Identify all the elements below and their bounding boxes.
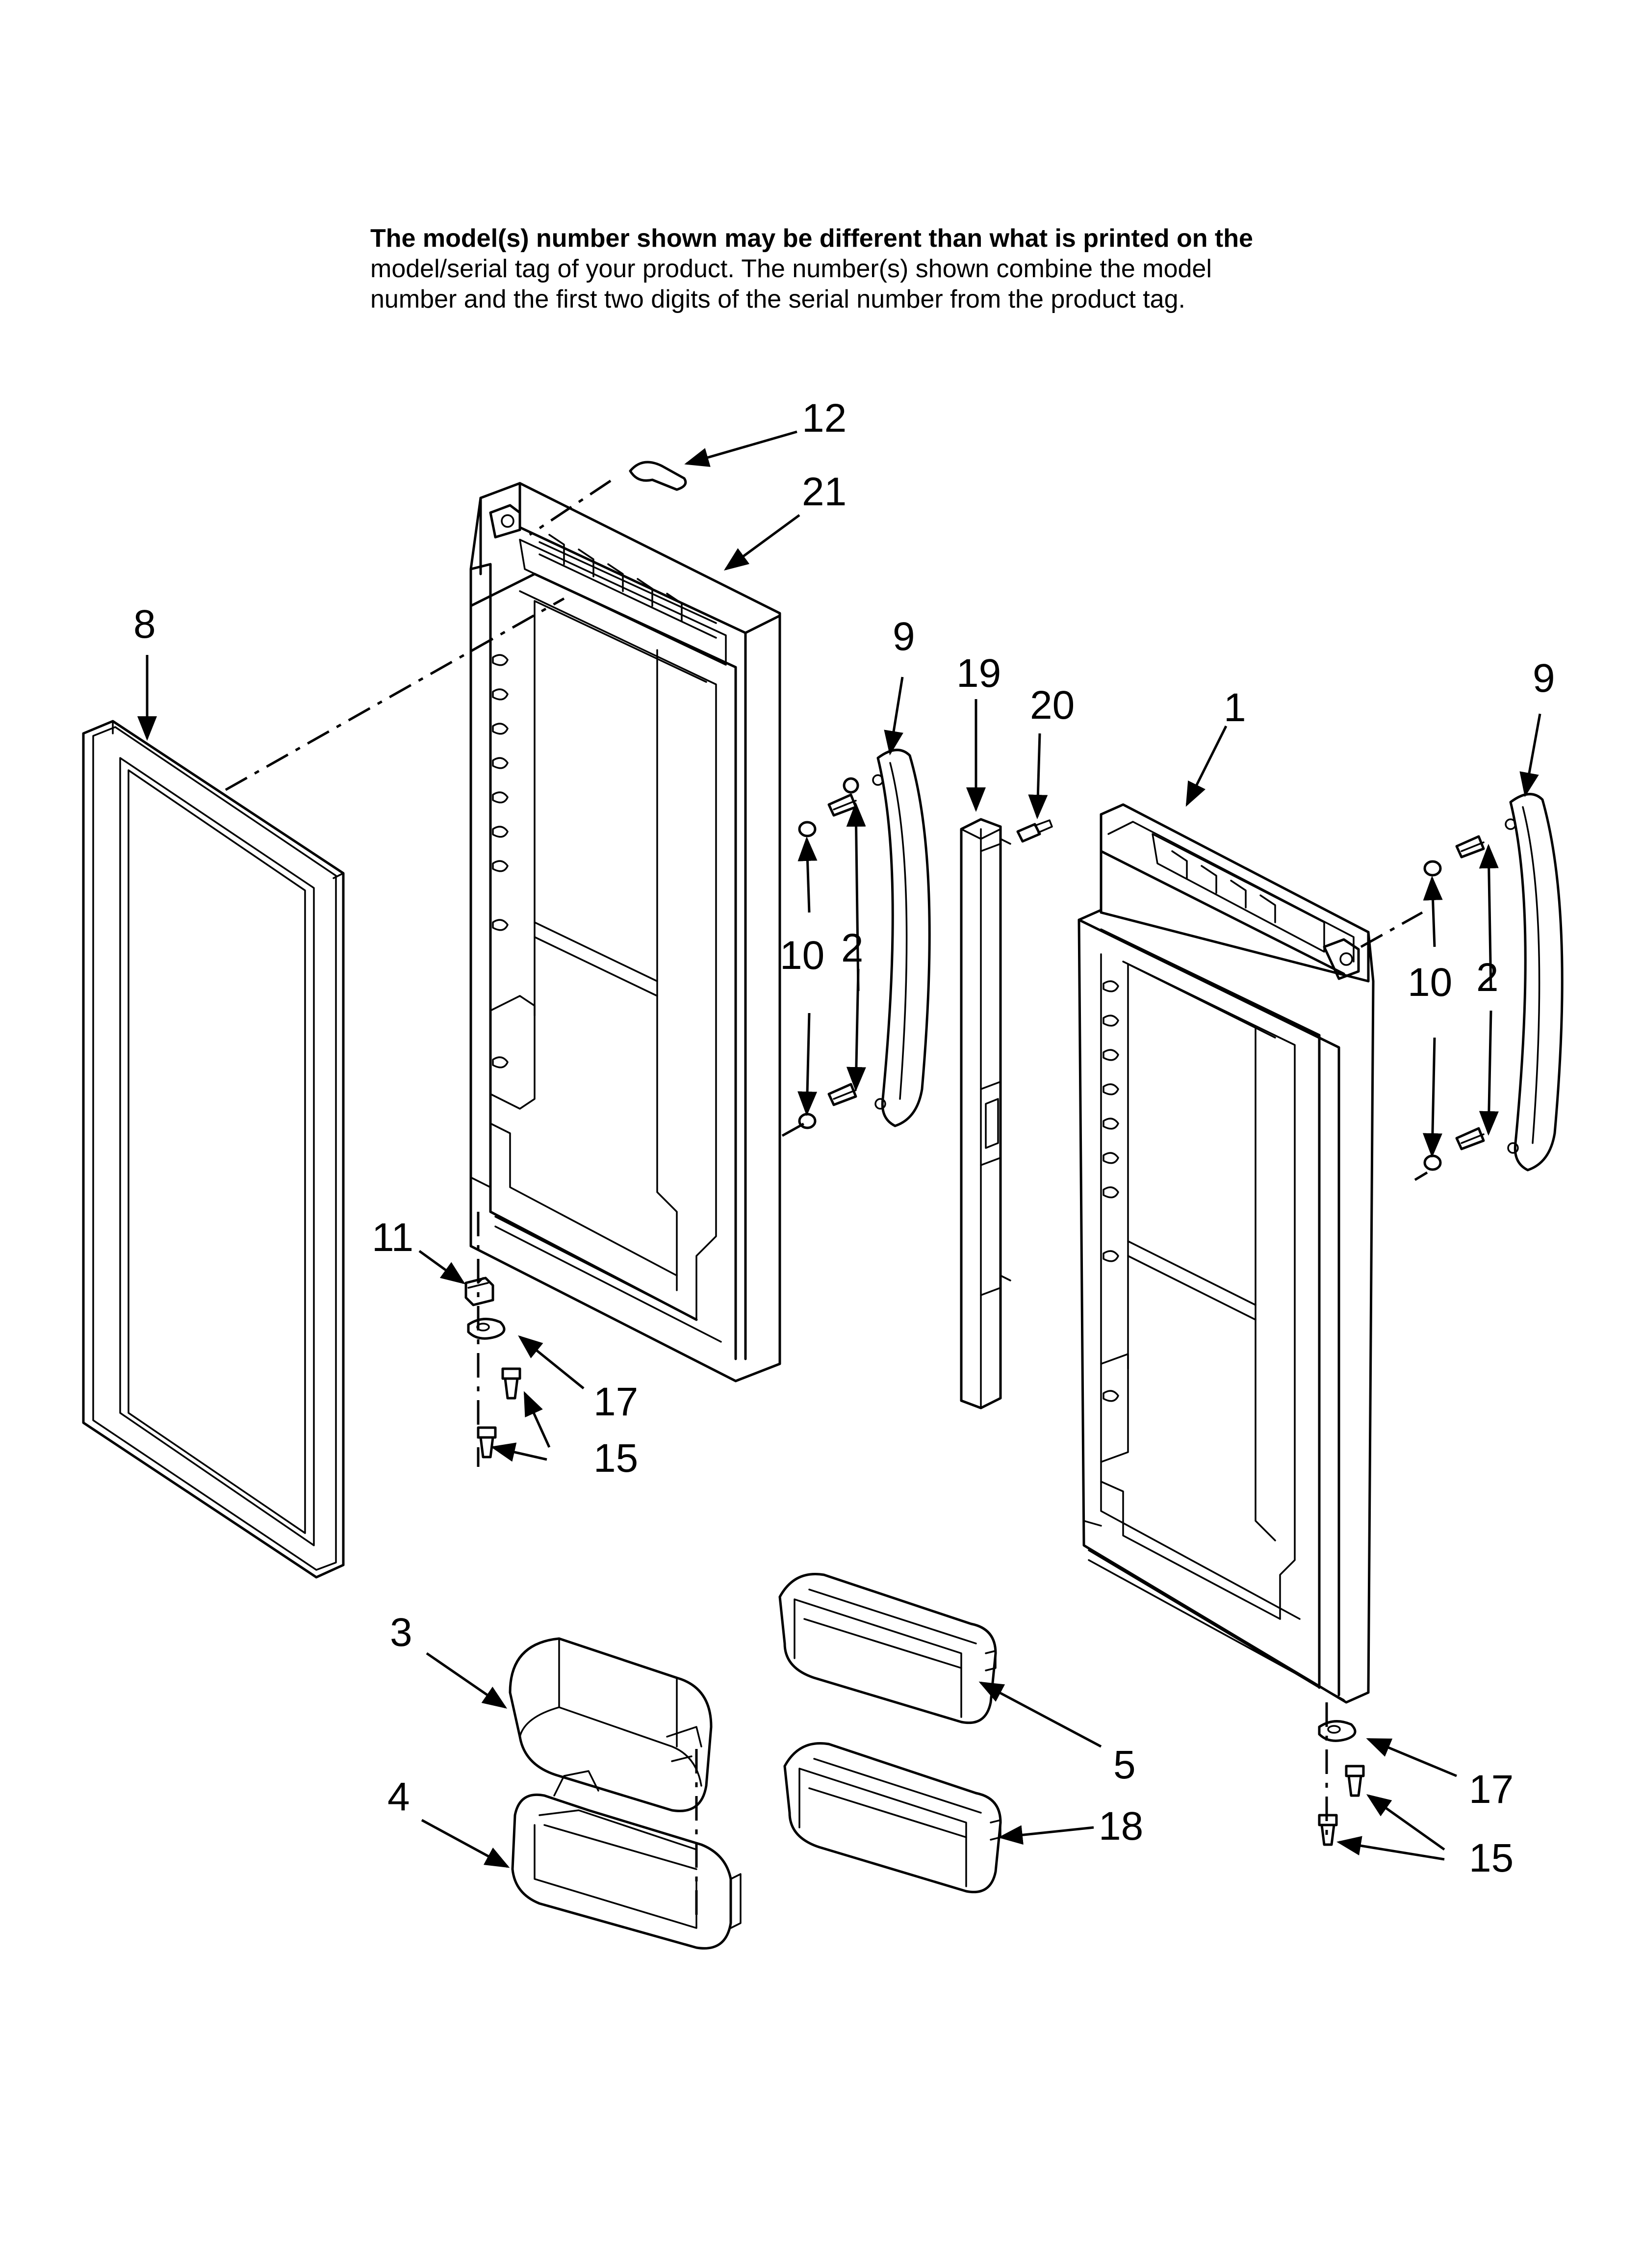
- left-door: [469, 482, 781, 1382]
- right-door-handle: [1505, 793, 1564, 1172]
- callout-10-right: 10: [1408, 960, 1452, 1005]
- callout-2-right: 2: [1476, 955, 1499, 1000]
- callout-5: 5: [1113, 1743, 1136, 1787]
- note-line-3: number and the first two digits of the s…: [370, 285, 1185, 313]
- callout-9-left: 9: [893, 614, 915, 659]
- right-handle-fasteners: [1423, 835, 1485, 1171]
- door-bin-lower: [783, 1742, 1002, 1894]
- assembly-lines: [225, 479, 1428, 1923]
- door-label-clip: [629, 461, 687, 491]
- callout-19: 19: [956, 651, 1001, 696]
- callout-12: 12: [802, 396, 847, 441]
- note-line-2: model/serial tag of your product. The nu…: [370, 255, 1212, 283]
- callout-10-left: 10: [780, 933, 824, 978]
- callout-21: 21: [802, 469, 847, 514]
- callout-3: 3: [390, 1610, 412, 1655]
- left-hinge-parts: [464, 1272, 521, 1459]
- callout-11: 11: [372, 1215, 413, 1260]
- callout-8: 8: [133, 602, 156, 647]
- mullion-screw: [1016, 819, 1053, 843]
- callout-4: 4: [387, 1774, 410, 1819]
- callout-labels: 12 21 8 9 19 20 1 9 10 2 10 2 11 17 15 3…: [133, 396, 1555, 1880]
- callout-9-right: 9: [1533, 656, 1555, 701]
- dairy-compartment-door: [509, 1637, 713, 1812]
- door-gasket: [82, 720, 345, 1579]
- callout-15-right: 15: [1469, 1836, 1514, 1880]
- callout-17-left: 17: [593, 1380, 638, 1424]
- callout-1: 1: [1224, 685, 1246, 730]
- right-door: [1078, 803, 1375, 1704]
- callout-20: 20: [1030, 683, 1075, 728]
- door-bin-upper: [778, 1573, 997, 1724]
- callout-15-left: 15: [593, 1436, 638, 1481]
- callout-2-left: 2: [841, 926, 864, 970]
- left-door-handle: [872, 749, 931, 1127]
- note-line-1: The model(s) number shown may be differe…: [370, 224, 1253, 253]
- callout-17-right: 17: [1469, 1767, 1514, 1812]
- right-hinge-parts: [1318, 1720, 1365, 1846]
- callout-arrows: [137, 430, 1541, 1868]
- center-flip-mullion: [960, 818, 1011, 1409]
- model-number-note: The model(s) number shown may be differe…: [370, 223, 1596, 314]
- callout-18: 18: [1099, 1804, 1143, 1849]
